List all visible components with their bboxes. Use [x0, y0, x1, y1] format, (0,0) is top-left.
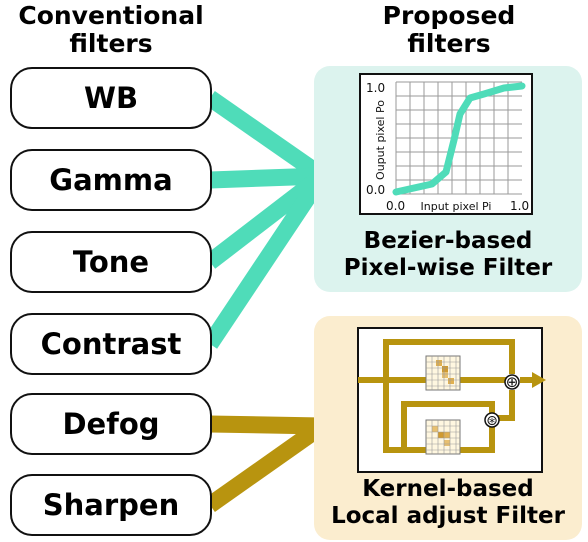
proposed-header: Proposed filters	[382, 1, 516, 58]
conv-symbol: ⊛	[486, 413, 498, 429]
filter-box-tone: Tone	[10, 231, 212, 293]
filter-label-wb: WB	[83, 81, 139, 115]
bezier-curve-plot: Ouput pixel Po 1.0 0.0 0.0 1.0 Input pix…	[359, 73, 533, 215]
filter-label-sharpen: Sharpen	[42, 488, 180, 522]
conventional-header: Conventional filters	[18, 1, 204, 58]
plot-xlabel: Input pixel Pi	[421, 200, 492, 213]
kernel-grid-top	[425, 355, 461, 391]
link-contrast	[202, 171, 330, 349]
filter-box-gamma: Gamma	[10, 149, 212, 211]
add-symbol: ⊕	[506, 373, 519, 391]
kernel-block-diagram: ⊕ ⊛	[357, 327, 546, 473]
plot-ytick-min: 0.0	[366, 183, 385, 197]
link-defog	[209, 415, 323, 435]
filter-label-defog: Defog	[62, 407, 160, 441]
filter-label-gamma: Gamma	[49, 163, 173, 197]
add-node	[504, 374, 520, 390]
filter-label-tone: Tone	[72, 245, 150, 279]
kernel-grid-bottom	[425, 419, 461, 455]
link-sharpen	[205, 419, 327, 512]
plot-xtick-min: 0.0	[386, 199, 405, 213]
filter-label-contrast: Contrast	[40, 327, 182, 361]
link-gamma	[209, 167, 323, 189]
filter-box-defog: Defog	[10, 393, 212, 455]
pixel-filter-caption: Bezier-based Pixel-wise Filter	[343, 228, 553, 281]
plot-xtick-max: 1.0	[510, 199, 529, 213]
kernel-filter-caption: Kernel-based Local adjust Filter	[331, 476, 565, 529]
filter-box-wb: WB	[10, 67, 212, 129]
plot-frame	[359, 73, 533, 215]
output-arrow	[532, 372, 546, 388]
kernel-filter-panel: ⊕ ⊛ Kernel-based Local adjust Filter	[314, 316, 582, 540]
filter-box-contrast: Contrast	[10, 313, 212, 375]
conv-node	[484, 412, 500, 428]
link-wb	[205, 91, 327, 183]
plot-ytick-max: 1.0	[366, 81, 385, 95]
pixel-filter-panel: Ouput pixel Po 1.0 0.0 0.0 1.0 Input pix…	[314, 66, 582, 292]
filter-box-sharpen: Sharpen	[10, 474, 212, 536]
plot-ylabel: Ouput pixel Po	[374, 100, 387, 180]
signal-paths	[358, 339, 536, 453]
tone-curve	[392, 82, 526, 196]
